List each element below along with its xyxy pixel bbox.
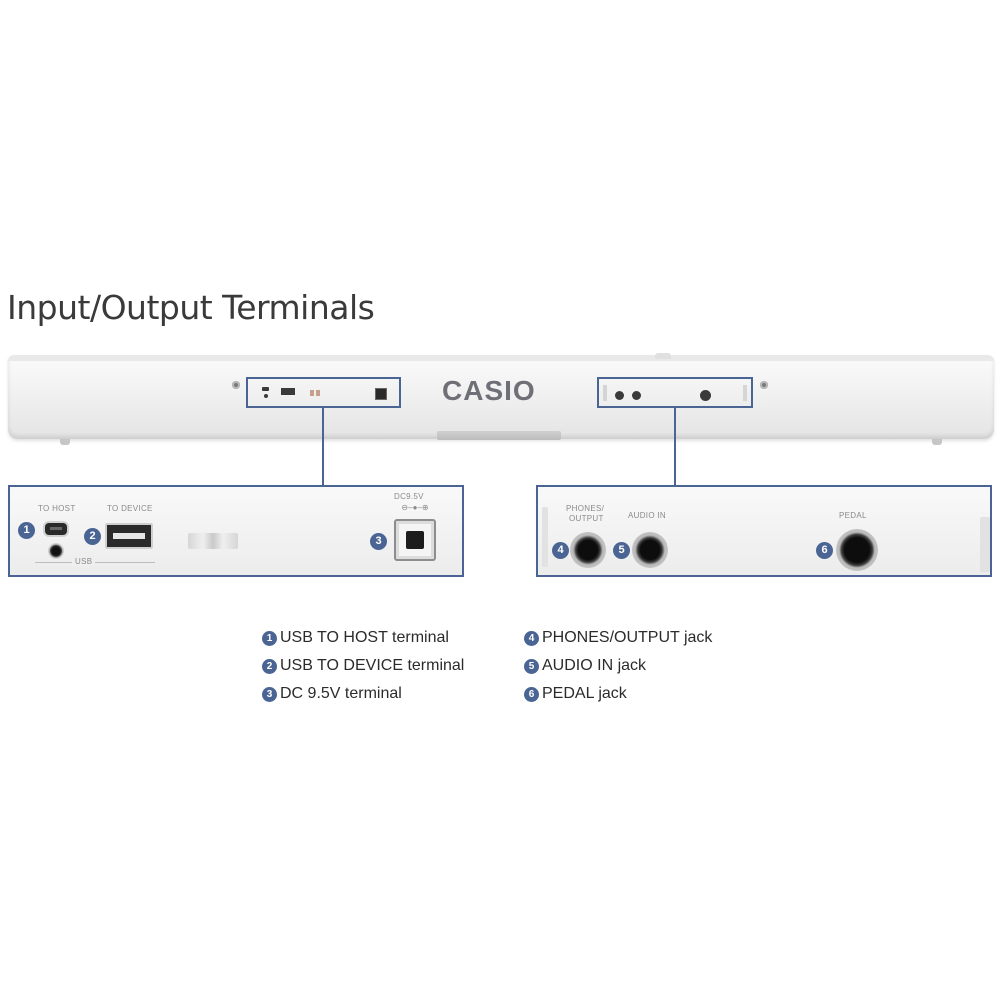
keyboard-handle: [437, 431, 561, 440]
port-hole-icon: [48, 543, 64, 559]
port-hole-icon: [264, 394, 268, 398]
legend-item: 3 DC 9.5V terminal: [262, 680, 512, 708]
jack-icon: [632, 391, 641, 400]
badge-2: 2: [84, 528, 101, 545]
jack-icon: [700, 390, 711, 401]
legend-column-left: 1 USB TO HOST terminal 2 USB TO DEVICE t…: [262, 624, 512, 708]
left-zoom-panel: TO HOST TO DEVICE 1 2 USB DC9.5V ⊖–●–⊕ 3: [8, 485, 464, 577]
usb-a-port-icon: [281, 388, 295, 395]
legend-item: 6 PEDAL jack: [524, 680, 774, 708]
legend-number: 1: [262, 630, 277, 646]
phones-output-jack: [570, 532, 606, 568]
keyboard-back-panel: [8, 355, 994, 439]
keyboard-foot-right: [932, 439, 942, 445]
panel-edge: [542, 507, 548, 567]
phones-label-line1: PHONES/: [566, 504, 605, 513]
legend-number: 2: [262, 658, 277, 674]
audio-in-jack: [632, 532, 668, 568]
keyboard-top-bump: [655, 353, 671, 359]
badge-3: 3: [370, 533, 387, 550]
legend-number: 3: [262, 686, 277, 702]
left-terminal-highlight: [246, 377, 401, 408]
panel-edge: [603, 385, 607, 401]
switch-icon: [316, 390, 320, 396]
page-title: Input/Output Terminals: [7, 288, 375, 327]
connector-line-left: [322, 408, 324, 486]
usb-to-host-port: [45, 523, 67, 535]
legend-item: 5 AUDIO IN jack: [524, 652, 774, 680]
badge-5: 5: [613, 542, 630, 559]
pedal-jack: [836, 529, 878, 571]
legend-text: PHONES/OUTPUT jack: [542, 629, 713, 646]
switch-icon: [310, 390, 314, 396]
dc-port-icon: [375, 388, 387, 400]
to-device-label: TO DEVICE: [107, 504, 153, 513]
legend-number: 6: [524, 686, 539, 702]
legend-item: 4 PHONES/OUTPUT jack: [524, 624, 774, 652]
legend-item: 2 USB TO DEVICE terminal: [262, 652, 512, 680]
phones-label-line2: OUTPUT: [569, 514, 604, 523]
pedal-label: PEDAL: [839, 511, 867, 520]
dc-label: DC9.5V: [394, 492, 424, 501]
legend-text: USB TO HOST terminal: [280, 629, 449, 646]
screw-icon: [232, 381, 240, 389]
panel-edge: [743, 385, 747, 401]
to-host-label: TO HOST: [38, 504, 76, 513]
brand-logo: CASIO: [442, 375, 536, 406]
right-zoom-panel: PHONES/ OUTPUT AUDIO IN 4 5 PEDAL 6: [536, 485, 992, 577]
keyboard-foot-left: [60, 439, 70, 445]
badge-1: 1: [18, 522, 35, 539]
polarity-symbol-icon: ⊖–●–⊕: [401, 503, 429, 512]
usb-label: USB: [72, 557, 96, 566]
micro-usb-port-icon: [262, 387, 269, 391]
connector-line-right: [674, 408, 676, 486]
audio-in-label: AUDIO IN: [628, 511, 666, 520]
panel-edge: [980, 517, 990, 572]
legend-item: 1 USB TO HOST terminal: [262, 624, 512, 652]
right-terminal-highlight: [597, 377, 753, 408]
screw-icon: [760, 381, 768, 389]
jack-icon: [615, 391, 624, 400]
legend-text: DC 9.5V terminal: [280, 685, 402, 702]
usb-to-device-port: [105, 523, 153, 549]
keyboard-top-edge: [8, 355, 994, 361]
dc-power-jack: [394, 519, 436, 561]
legend-text: AUDIO IN jack: [542, 657, 647, 674]
switch-slot: [188, 533, 238, 549]
badge-6: 6: [816, 542, 833, 559]
legend-text: USB TO DEVICE terminal: [280, 657, 465, 674]
legend-number: 5: [524, 658, 539, 674]
legend-text: PEDAL jack: [542, 685, 627, 702]
legend-column-right: 4 PHONES/OUTPUT jack 5 AUDIO IN jack 6 P…: [524, 624, 774, 708]
legend-number: 4: [524, 630, 539, 646]
badge-4: 4: [552, 542, 569, 559]
